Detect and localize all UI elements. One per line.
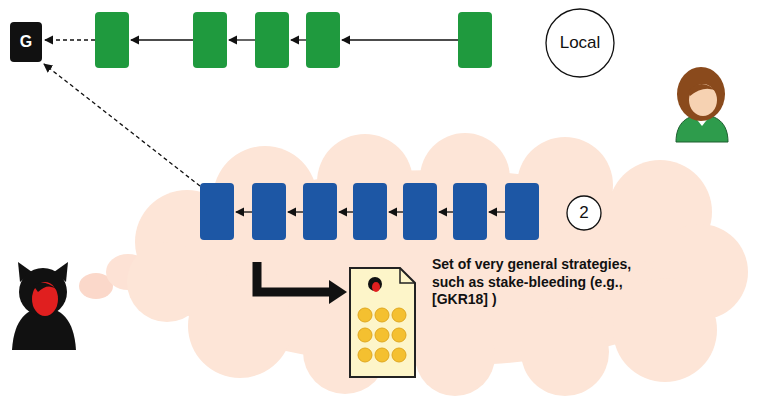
strategy-document bbox=[392, 308, 406, 322]
adversary-figure bbox=[19, 268, 67, 316]
strategy-document bbox=[350, 268, 415, 377]
strategy-document bbox=[358, 328, 372, 342]
circle-outline bbox=[546, 9, 614, 77]
strategy-document bbox=[375, 348, 389, 362]
user-figure bbox=[689, 84, 717, 116]
chain-arrows bbox=[45, 39, 95, 40]
chain-arrows bbox=[229, 39, 255, 40]
green-chain bbox=[193, 12, 227, 68]
adversary-chain-arrows bbox=[44, 64, 505, 212]
user-figure bbox=[677, 67, 725, 121]
cloud-body bbox=[415, 316, 495, 396]
callout-circle: 2 bbox=[566, 195, 602, 231]
green-chain bbox=[95, 12, 492, 68]
genesis-block: G bbox=[10, 22, 42, 62]
cloud-body bbox=[521, 308, 609, 396]
adversary-thought-cloud: Set of very general strategies, such as … bbox=[125, 130, 750, 398]
adversary-figure bbox=[33, 282, 58, 292]
strategy-document bbox=[375, 328, 389, 342]
strategy-document bbox=[358, 308, 406, 362]
strategy-document bbox=[392, 328, 406, 342]
strategy-document bbox=[358, 348, 372, 362]
node-label: G bbox=[20, 32, 32, 52]
cloud-body bbox=[613, 278, 717, 382]
adversary-chain bbox=[505, 183, 539, 240]
strategy-document bbox=[350, 268, 415, 377]
strategy-document bbox=[358, 308, 372, 322]
local-view-circle: Local bbox=[545, 8, 615, 78]
adversary-chain-arrows bbox=[389, 211, 403, 212]
node-label: 2 bbox=[579, 202, 588, 223]
chain-arrows bbox=[131, 39, 193, 40]
adversary-chain bbox=[453, 183, 487, 240]
strategy-document bbox=[400, 268, 415, 283]
user-figure bbox=[676, 67, 728, 142]
adversary-figure bbox=[32, 282, 58, 316]
cloud-body bbox=[127, 133, 748, 396]
strategy-document bbox=[368, 277, 382, 291]
strategy-document bbox=[392, 348, 406, 362]
adversary-chain bbox=[200, 183, 234, 240]
adversary-chain bbox=[252, 183, 286, 240]
derivation-arrow bbox=[329, 280, 347, 304]
chain-arrows bbox=[291, 39, 306, 40]
adversary-chain-arrows bbox=[489, 211, 505, 212]
strategy-document bbox=[375, 308, 389, 322]
cloud-body bbox=[127, 242, 207, 322]
adversary-figure bbox=[12, 262, 76, 350]
strategy-document bbox=[372, 282, 380, 292]
adversary-chain bbox=[200, 183, 539, 240]
adversary-chain-arrows bbox=[236, 211, 252, 212]
adversary-chain bbox=[403, 183, 437, 240]
green-chain bbox=[458, 12, 492, 68]
derivation-arrow bbox=[257, 262, 331, 292]
chain-arrows bbox=[342, 39, 458, 40]
green-chain bbox=[306, 12, 340, 68]
derivation-arrow bbox=[257, 262, 347, 304]
green-chain bbox=[95, 12, 129, 68]
adversary-chain-arrows bbox=[439, 211, 453, 212]
node-label: Local bbox=[560, 32, 601, 53]
adversary-chain-arrows bbox=[339, 211, 353, 212]
green-chain bbox=[255, 12, 289, 68]
user-figure bbox=[688, 84, 718, 96]
adversary-chain bbox=[303, 183, 337, 240]
adversary-chain bbox=[353, 183, 387, 240]
circle-outline bbox=[567, 196, 601, 230]
adversary-chain-arrows bbox=[44, 64, 200, 186]
strategy-note: Set of very general strategies, such as … bbox=[432, 256, 664, 309]
chain-arrows bbox=[45, 39, 458, 40]
adversary-chain-arrows bbox=[288, 211, 303, 212]
